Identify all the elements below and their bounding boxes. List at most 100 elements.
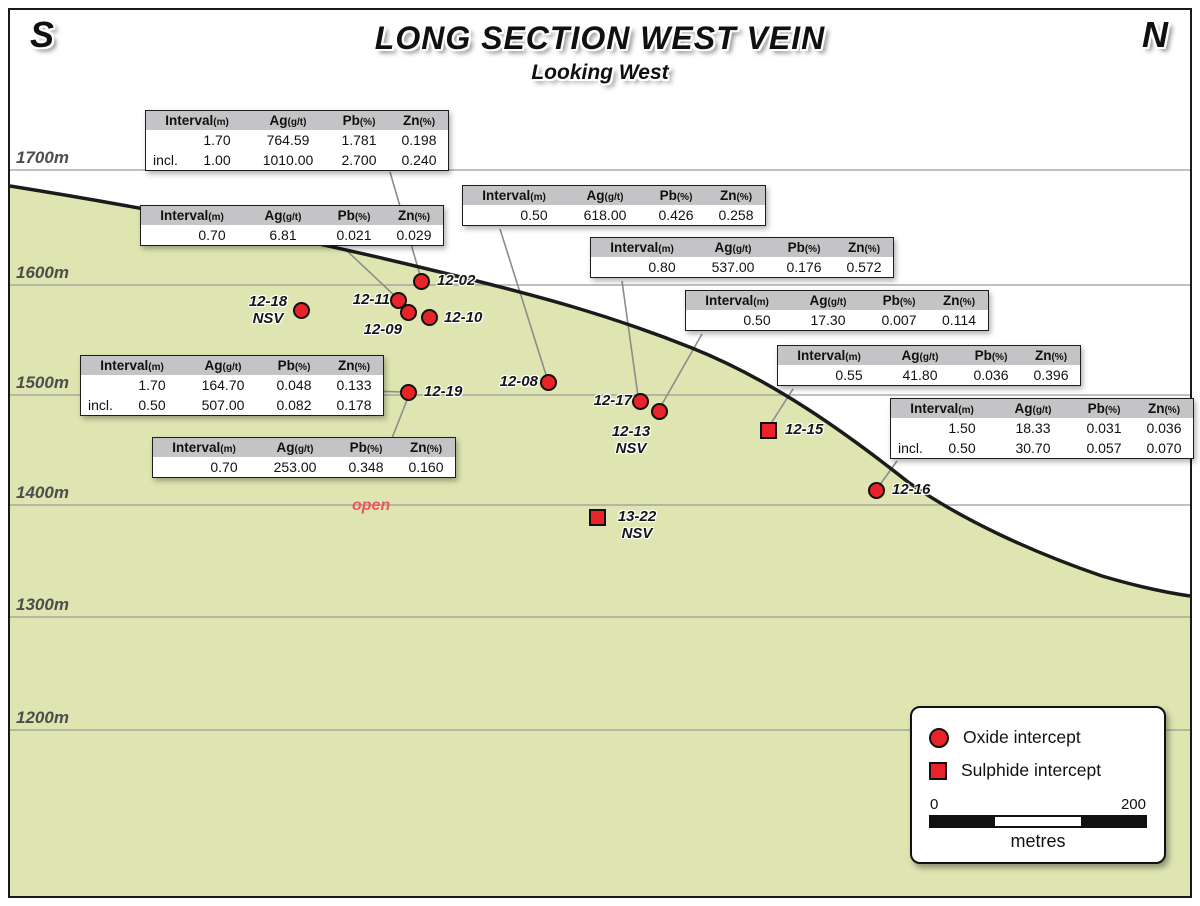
assay-header-row: Interval(m)Ag(g/t)Pb(%)Zn(%) [141,206,443,225]
leader-line-3 [499,228,548,379]
drillhole-label-12-15: 12-15 [785,421,824,438]
oxide-intercept-label: Oxide intercept [963,727,1081,747]
drillhole-marker-12-18 [292,301,310,319]
elevation-label-1500m: 1500m [16,373,69,392]
drillhole-marker-12-08 [539,373,557,391]
leader-line-9 [391,399,408,439]
title-block: LONG SECTION WEST VEIN Looking West [0,20,1200,85]
legend-item-sulphide: Sulphide intercept [929,754,1147,787]
assay-header-row: Interval(m)Ag(g/t)Pb(%)Zn(%) [778,346,1080,365]
leader-line-7 [878,460,898,487]
elevation-label-1400m: 1400m [16,483,69,502]
drillhole-marker-12-10 [420,308,438,326]
drillhole-label-12-19: 12-19 [424,383,463,400]
scale-segment [995,817,1081,826]
compass-north-label: N [1142,14,1168,55]
open-annotation: open [352,497,391,514]
drillhole-label-12-02: 12-02 [437,272,476,289]
drillhole-label-12-11: 12-11 [352,291,390,308]
scale-start-label: 0 [930,796,939,813]
scale-track [929,815,1147,828]
compass-south-label: S [30,14,55,55]
assay-header-row: Interval(m)Ag(g/t)Pb(%)Zn(%) [463,186,765,205]
leader-line-6 [769,388,794,426]
scale-segment [931,817,996,826]
drillhole-marker-12-13 [650,402,668,420]
leader-line-2 [344,248,397,298]
elevation-label-1700m: 1700m [16,148,69,167]
assay-header-row: Interval(m)Ag(g/t)Pb(%)Zn(%) [686,291,988,310]
legend-item-oxide: Oxide intercept [929,721,1147,754]
figure-title: LONG SECTION WEST VEIN [374,20,826,56]
drillhole-marker-12-17 [631,392,649,410]
scale-bar: 0 200 metres [929,796,1147,852]
gridlines-group [10,169,1190,731]
drillhole-marker-12-15 [759,421,777,439]
assay-header-row: Interval(m)Ag(g/t)Pb(%)Zn(%) [146,111,448,130]
drillhole-marker-12-19 [399,383,417,401]
drillhole-label-12-17: 12-17 [593,392,632,409]
assay-header-row: Interval(m)Ag(g/t)Pb(%)Zn(%) [891,399,1193,418]
drillhole-label-12-08: 12-08 [499,373,538,390]
figure-subtitle: Looking West [531,61,669,84]
leader-line-5 [660,333,703,407]
drillhole-marker-13-22 [588,508,606,526]
scale-end-label: 200 [1120,796,1146,813]
scale-unit-label: metres [1010,831,1066,851]
drillhole-marker-12-16 [867,481,885,499]
sulphide-intercept-label: Sulphide intercept [961,760,1102,780]
drillhole-marker-12-02 [412,272,430,290]
drillhole-label-12-10: 12-10 [444,309,483,326]
drillhole-label-12-16: 12-16 [892,481,931,498]
elevation-label-1600m: 1600m [16,263,69,282]
scale-numbers: 0 200 [929,796,1147,813]
drillhole-marker-12-09 [399,303,417,321]
drillhole-label-12-09: 12-09 [363,321,402,338]
legend: Oxide intercept Sulphide intercept 0 200… [910,706,1166,864]
assay-header-row: Interval(m)Ag(g/t)Pb(%)Zn(%) [591,238,893,257]
elevation-label-1200m: 1200m [16,708,69,727]
scale-segment [1080,817,1145,826]
elevation-label-1300m: 1300m [16,595,69,614]
drillhole-marker-12-11 [389,291,407,309]
assay-header-row: Interval(m)Ag(g/t)Pb(%)Zn(%) [153,438,455,457]
oxide-intercept-icon [929,727,949,748]
leader-lines-group [344,171,898,487]
leader-line-4 [621,280,639,397]
sulphide-intercept-icon [929,761,947,780]
